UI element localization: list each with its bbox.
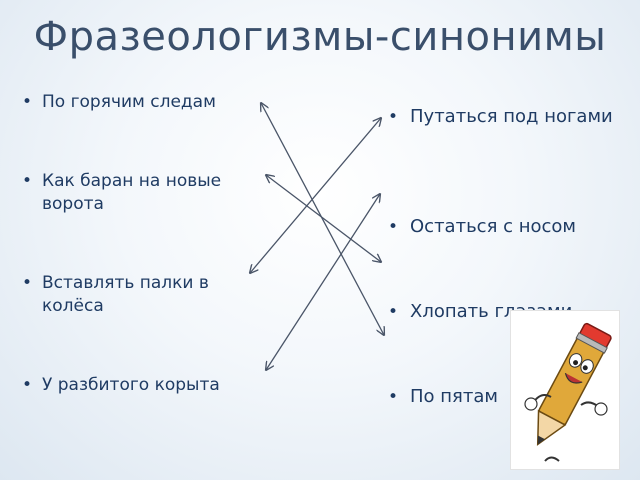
left-item: • У разбитого корыта <box>22 374 262 397</box>
right-item-text: По пятам <box>410 386 498 407</box>
right-item: • Путаться под ногами <box>388 104 620 130</box>
bullet-icon: • <box>22 92 33 112</box>
bullet-icon: • <box>22 375 33 395</box>
left-item-text: Как баран на новые ворота <box>42 171 222 214</box>
left-item-text: Вставлять палки в колёса <box>42 273 209 316</box>
cartoon-pencil-icon <box>524 322 612 462</box>
bullet-icon: • <box>388 217 399 237</box>
slide-title: Фразеологизмы-синонимы <box>33 14 607 60</box>
right-item-text: Путаться под ногами <box>410 106 613 127</box>
arrow-match-4 <box>266 194 380 370</box>
arrow-match-1 <box>261 103 384 335</box>
right-item: • Остаться с носом <box>388 214 620 240</box>
left-item-text: По горячим следам <box>42 92 216 112</box>
bullet-icon: • <box>22 273 33 293</box>
bullet-icon: • <box>388 387 399 407</box>
left-item: • Как баран на новые ворота <box>22 170 262 216</box>
pencil-illustration <box>510 310 620 470</box>
right-item-text: Остаться с носом <box>410 216 577 237</box>
bullet-icon: • <box>388 107 399 127</box>
left-item-text: У разбитого корыта <box>42 375 220 395</box>
arrow-match-3 <box>250 118 381 273</box>
left-item: • Вставлять палки в колёса <box>22 272 262 318</box>
right-item: • По пятам <box>388 384 620 410</box>
left-item: • По горячим следам <box>22 91 262 114</box>
bullet-icon: • <box>22 171 33 191</box>
bullet-icon: • <box>388 302 399 322</box>
